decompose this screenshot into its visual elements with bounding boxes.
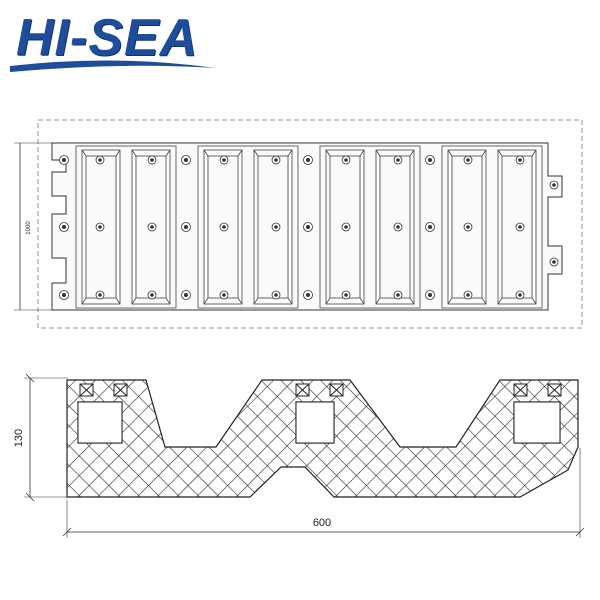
bolt-hole-center	[396, 293, 400, 297]
bolt-hole-center	[98, 158, 102, 162]
top-view-height-label: 1000	[26, 221, 32, 235]
bolt-hole-center	[222, 225, 226, 229]
bolt-hole-center	[183, 157, 189, 163]
bolt-hole-center	[344, 225, 348, 229]
bolt-hole-center	[305, 224, 311, 230]
brand-logo: HI-SEA	[10, 8, 220, 74]
top-view: 1000	[14, 119, 583, 329]
bolt-hole-center	[274, 293, 278, 297]
bolt-hole-center	[61, 157, 67, 163]
bolt-hole-center	[552, 183, 556, 187]
bolt-hole-center	[98, 293, 102, 297]
section-view: 130 600	[13, 373, 585, 538]
bolt-hole-center	[222, 158, 226, 162]
bolt-hole-center	[344, 293, 348, 297]
bolt-hole-center	[427, 224, 433, 230]
bolt-hole-center	[150, 158, 154, 162]
logo-wave	[10, 60, 215, 72]
bolt-hole-center	[183, 292, 189, 298]
bolt-hole-center	[466, 293, 470, 297]
bolt-hole-center	[274, 225, 278, 229]
bolt-hole-center	[427, 157, 433, 163]
bolt-hole-center	[396, 158, 400, 162]
bolt-hole-center	[518, 225, 522, 229]
section-inserts	[79, 383, 562, 397]
bolt-hole-center	[222, 293, 226, 297]
bolt-hole-center	[98, 225, 102, 229]
top-view-dashed-border	[37, 119, 583, 329]
bolt-hole-center	[150, 225, 154, 229]
section-height-dimension: 130	[13, 373, 35, 502]
top-view-bolt-holes	[59, 155, 559, 300]
section-width-label: 600	[313, 517, 331, 529]
bolt-hole-center	[518, 158, 522, 162]
bolt-hole-center	[518, 293, 522, 297]
bolt-hole-center	[427, 292, 433, 298]
bolt-hole-center	[466, 225, 470, 229]
bolt-hole-center	[344, 158, 348, 162]
bolt-hole-center	[466, 158, 470, 162]
bolt-hole-center	[150, 293, 154, 297]
bolt-hole-center	[61, 292, 67, 298]
bolt-hole-center	[274, 158, 278, 162]
bolt-hole-center	[183, 224, 189, 230]
bolt-hole-center	[305, 157, 311, 163]
section-width-dimension: 600	[62, 517, 585, 537]
bolt-hole-center	[552, 260, 556, 264]
top-view-height-dimension: 1000	[14, 142, 52, 311]
logo-wordmark: HI-SEA	[16, 9, 199, 67]
top-view-panels	[75, 145, 543, 309]
bolt-hole-center	[396, 225, 400, 229]
section-height-label: 130	[13, 429, 25, 447]
bolt-hole-center	[305, 292, 311, 298]
bolt-hole-center	[61, 224, 67, 230]
